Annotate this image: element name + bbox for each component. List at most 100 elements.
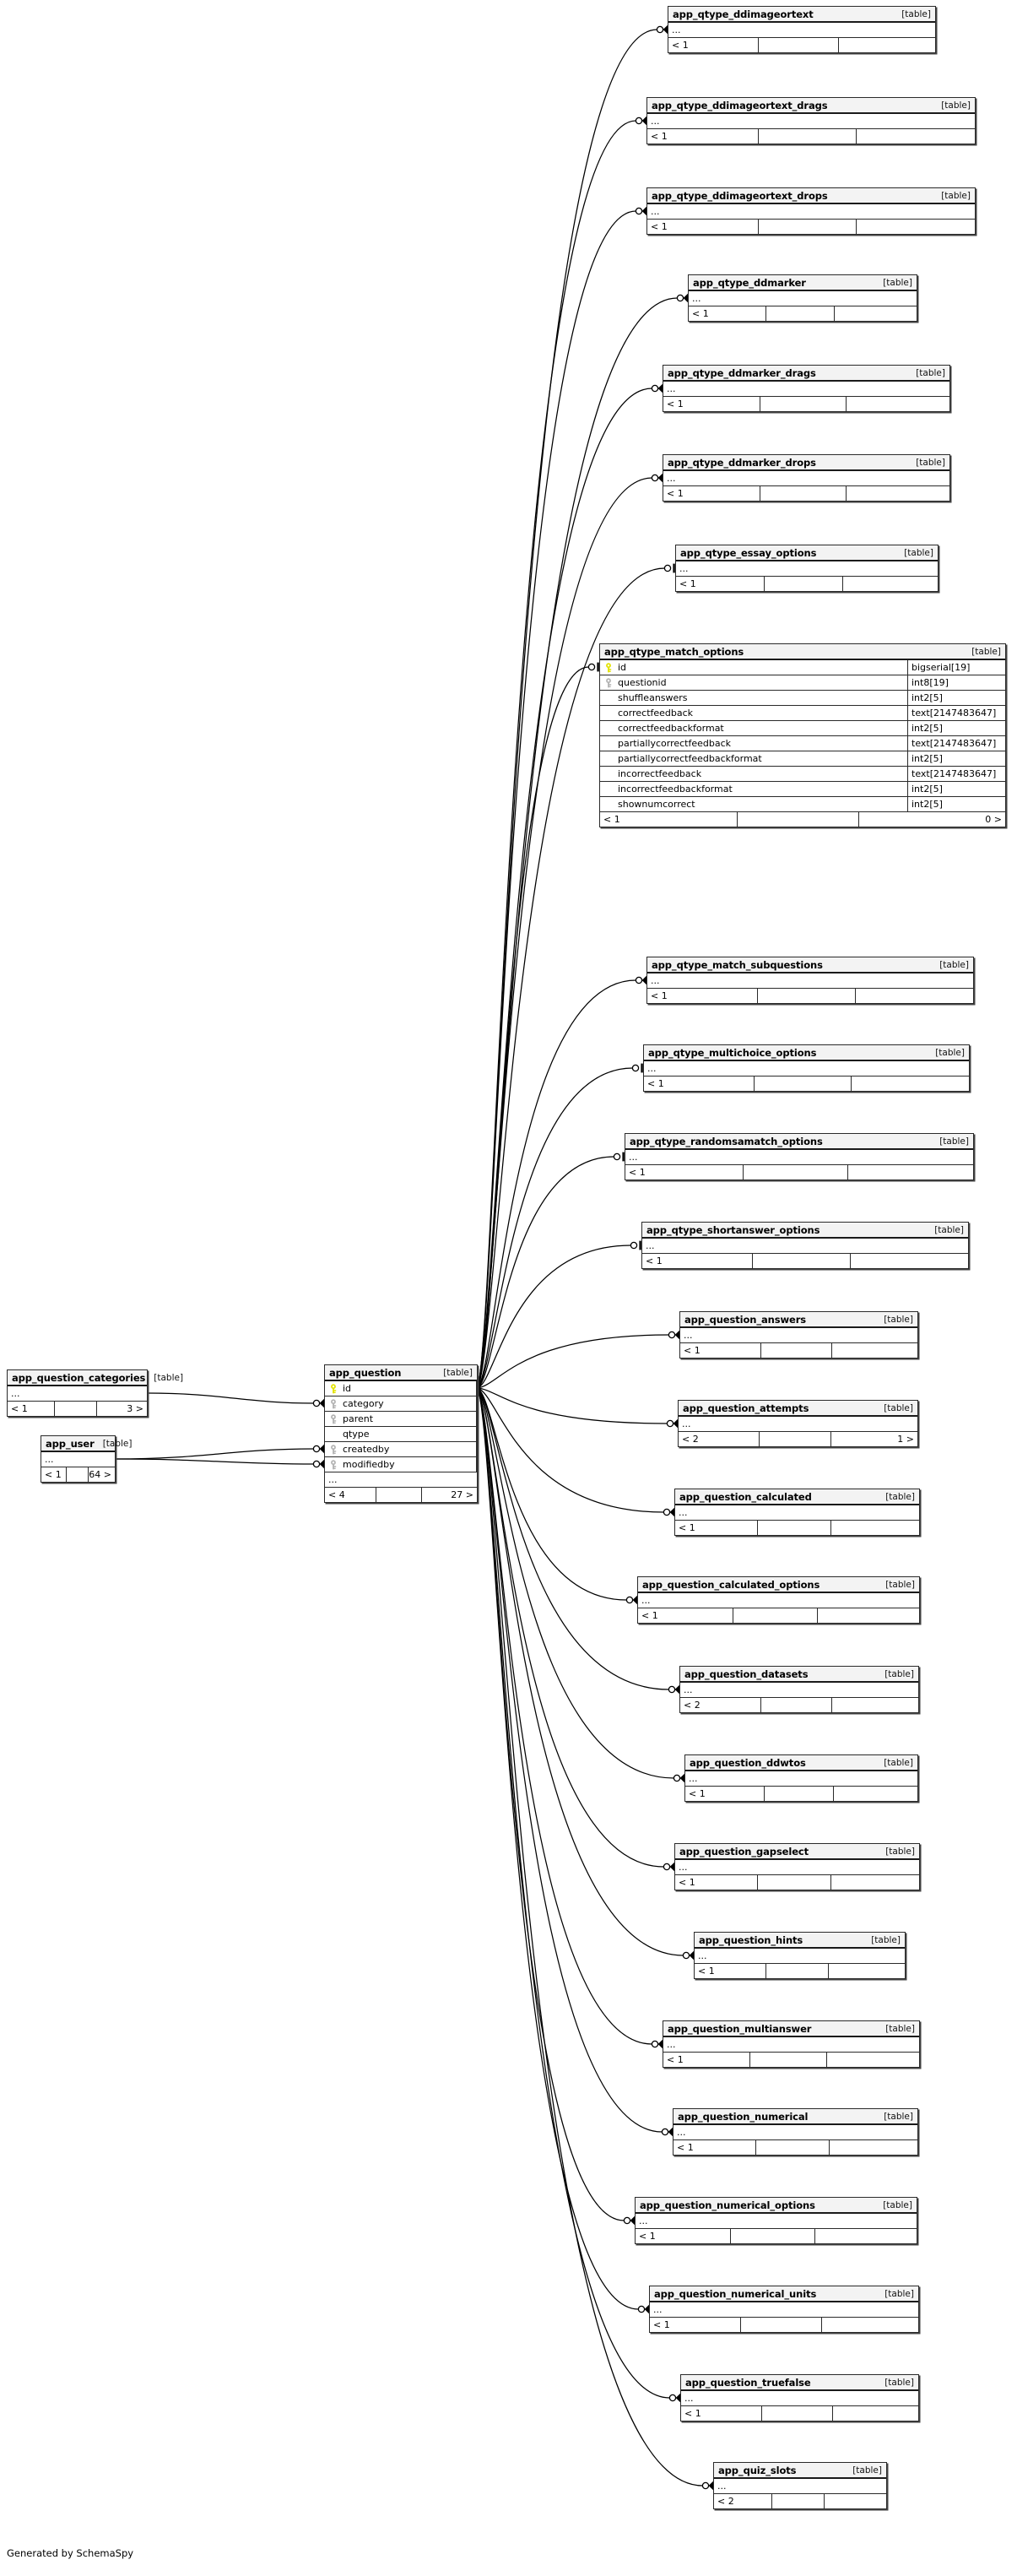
table-box-app_qtype_ddmarker_drags[interactable]: app_qtype_ddmarker_drags[table]...< 1 [663,365,950,412]
table-footer: < 1 [647,989,973,1003]
table-box-app_qtype_ddmarker[interactable]: app_qtype_ddmarker[table]...< 1 [688,274,917,322]
table-box-app_question_gapselect[interactable]: app_question_gapselect[table]...< 1 [674,1843,920,1890]
columns-collapsed-ellipsis: ... [647,114,975,129]
column-type: text[2147483647] [912,708,997,719]
table-name: app_question_numerical_units [654,2287,817,2300]
table-type-tag: [table] [916,457,945,468]
outbound-relation-count: 1 > [897,1434,914,1445]
table-footer: < 1 [647,129,975,144]
columns-collapsed-ellipsis: ... [642,1239,968,1254]
relationship-connector [656,24,668,35]
table-box-app_question_datasets[interactable]: app_question_datasets[table]...< 2 [679,1666,919,1713]
table-box-app_qtype_match_subquestions[interactable]: app_qtype_match_subquestions[table]...< … [646,957,974,1004]
table-box-app_question_numerical_options[interactable]: app_question_numerical_options[table]...… [635,2197,917,2244]
inbound-relation-count: < 1 [663,2053,751,2067]
column-row[interactable]: createdby [325,1442,477,1457]
inbound-relation-count: < 1 [647,220,759,234]
table-box-app_user[interactable]: app_user[table]...< 1264 > [41,1435,132,1483]
relationship-edge [477,1387,625,2221]
outbound-relation-count [851,1254,968,1268]
column-type: int2[5] [912,753,943,764]
inbound-relation-count: < 1 [600,812,738,827]
inbound-relation-count: < 1 [663,397,761,411]
table-type-tag: [table] [885,1579,915,1590]
table-footer: < 1 [668,38,935,52]
outbound-relation-count [815,2229,917,2243]
table-box-app_quiz_slots[interactable]: app_quiz_slots[table]...< 2 [713,2462,887,2509]
relationship-edge [477,1334,669,1389]
relationship-edge [477,1387,670,2399]
table-box-app_question_calculated_options[interactable]: app_question_calculated_options[table]..… [637,1576,920,1624]
relationship-connector [630,1240,641,1250]
inbound-relation-count: < 1 [647,989,759,1003]
column-row[interactable]: category [325,1396,477,1412]
table-box-app_question_numerical[interactable]: app_question_numerical[table]...< 1 [673,2108,918,2156]
table-box-app_question_truefalse[interactable]: app_question_truefalse[table]...< 1 [680,2374,919,2421]
table-box-app_question_hints[interactable]: app_question_hints[table]...< 1 [694,1932,906,1979]
table-box-app_question_ddwtos[interactable]: app_question_ddwtos[table]...< 1 [684,1754,918,1802]
footer-middle-cell [761,1343,832,1358]
relationship-connector [623,2215,635,2226]
table-footer: < 1 [647,220,975,234]
table-name: app_question_truefalse [685,2376,811,2389]
column-name-cell: incorrectfeedbackformat [600,782,908,796]
table-header: app_question_categories[table] [8,1370,183,1386]
table-box-app_qtype_ddimageortext[interactable]: app_qtype_ddimageortext[table]...< 1 [668,6,936,53]
table-box-app_question_answers[interactable]: app_question_answers[table]...< 1 [679,1311,918,1359]
table-box-app_qtype_randomsamatch_options[interactable]: app_qtype_randomsamatch_options[table]..… [625,1133,974,1180]
table-box-app_qtype_ddimageortext_drags[interactable]: app_qtype_ddimageortext_drags[table]...<… [646,97,976,144]
outbound-relation-count: 3 > [127,1403,143,1414]
column-name-cell: category [325,1396,477,1411]
column-row[interactable]: qtype [325,1427,477,1442]
footer-middle-cell [755,1076,852,1091]
relationship-connector [663,1862,674,1872]
column-row[interactable]: id [325,1381,477,1396]
table-box-app_question_numerical_units[interactable]: app_question_numerical_units[table]...< … [649,2286,919,2333]
columns-collapsed-ellipsis: ... [663,471,949,486]
inbound-relation-count: < 1 [625,1165,744,1180]
table-box-app_qtype_ddmarker_drops[interactable]: app_qtype_ddmarker_drops[table]...< 1 [663,454,950,502]
table-box-app_question_multianswer[interactable]: app_question_multianswer[table]...< 1 [663,2020,920,2068]
table-name: app_question_calculated_options [642,1578,820,1591]
table-footer: < 1 [673,2140,917,2155]
outbound-relation-count: 0 > [985,814,1002,825]
table-box-app_question_calculated[interactable]: app_question_calculated[table]...< 1 [674,1489,920,1536]
outbound-relation-count: 264 > [89,1469,111,1480]
columns-collapsed-ellipsis: ... [647,204,975,220]
footer-middle-cell [765,1787,834,1801]
table-footer: < 1 [675,1521,919,1535]
column-name-cell: modifiedby [325,1457,477,1472]
foreign-key-icon [330,1444,339,1455]
table-box-app_qtype_essay_options[interactable]: app_qtype_essay_options[table]...< 1 [675,545,939,592]
column-row[interactable]: parent [325,1412,477,1427]
column-row[interactable]: modifiedby [325,1457,477,1472]
relationship-connector [663,1507,674,1517]
footer-middle-cell [758,989,857,1003]
column-name-cell: partiallycorrectfeedbackformat [600,751,908,766]
table-box-app_qtype_multichoice_options[interactable]: app_qtype_multichoice_options[table]...<… [643,1044,970,1092]
table-name: app_qtype_ddimageortext_drags [652,99,828,111]
table-box-app_qtype_ddimageortext_drops[interactable]: app_qtype_ddimageortext_drops[table]...<… [646,187,976,235]
relationship-connector [661,2127,673,2137]
table-name: app_question_multianswer [668,2022,812,2035]
inbound-relation-count: < 1 [689,306,766,321]
table-box-app_qtype_shortanswer_options[interactable]: app_qtype_shortanswer_options[table]...<… [641,1222,969,1269]
column-row[interactable]: partiallycorrectfeedbackformat int2[5] [600,751,1005,767]
footer-middle-cell [738,812,860,827]
relationship-edge [477,1387,652,2045]
table-name: app_qtype_match_options [604,645,744,658]
relationship-edge [477,1387,627,1601]
